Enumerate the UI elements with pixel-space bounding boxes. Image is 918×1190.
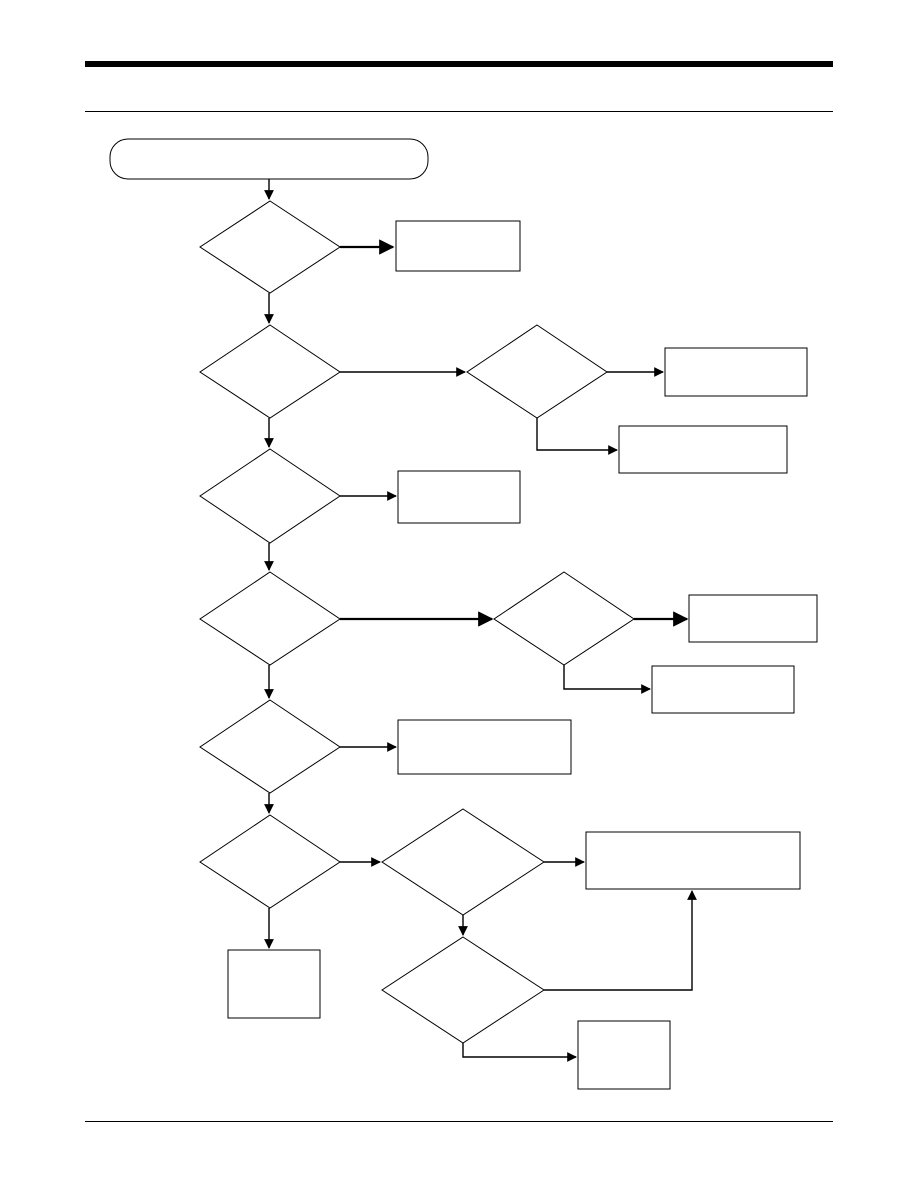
action-a4a-1 [688, 594, 818, 643]
header-rule [85, 61, 833, 67]
action-a4a-2 [651, 665, 795, 714]
action-a2a-1 [664, 347, 808, 397]
decision-d6 [199, 814, 341, 909]
decision-d4a [493, 571, 635, 666]
decision-d6b [381, 936, 545, 1044]
decision-d3 [199, 448, 341, 544]
decision-d2a [466, 324, 608, 419]
connector-d2a-a2a-2 [536, 418, 618, 455]
action-a6a [585, 831, 801, 890]
action-a6b [577, 1020, 671, 1090]
decision-d4 [199, 571, 341, 666]
decision-d6a [381, 808, 545, 916]
action-a2a-2 [618, 425, 788, 474]
connector-d4a-a4a-2 [563, 665, 651, 694]
decision-d1 [199, 200, 341, 294]
decision-d2 [199, 324, 341, 419]
action-a6-end [227, 949, 321, 1019]
footer-rule [85, 1121, 833, 1122]
action-a1 [395, 220, 521, 272]
action-a5 [397, 719, 572, 775]
connector-d6b-a6a [544, 890, 697, 991]
start-terminator [109, 138, 429, 180]
sub-header-rule [85, 111, 833, 112]
action-a3 [397, 470, 521, 524]
connector-d6b-a6b [462, 1043, 577, 1062]
decision-d5 [199, 699, 341, 794]
